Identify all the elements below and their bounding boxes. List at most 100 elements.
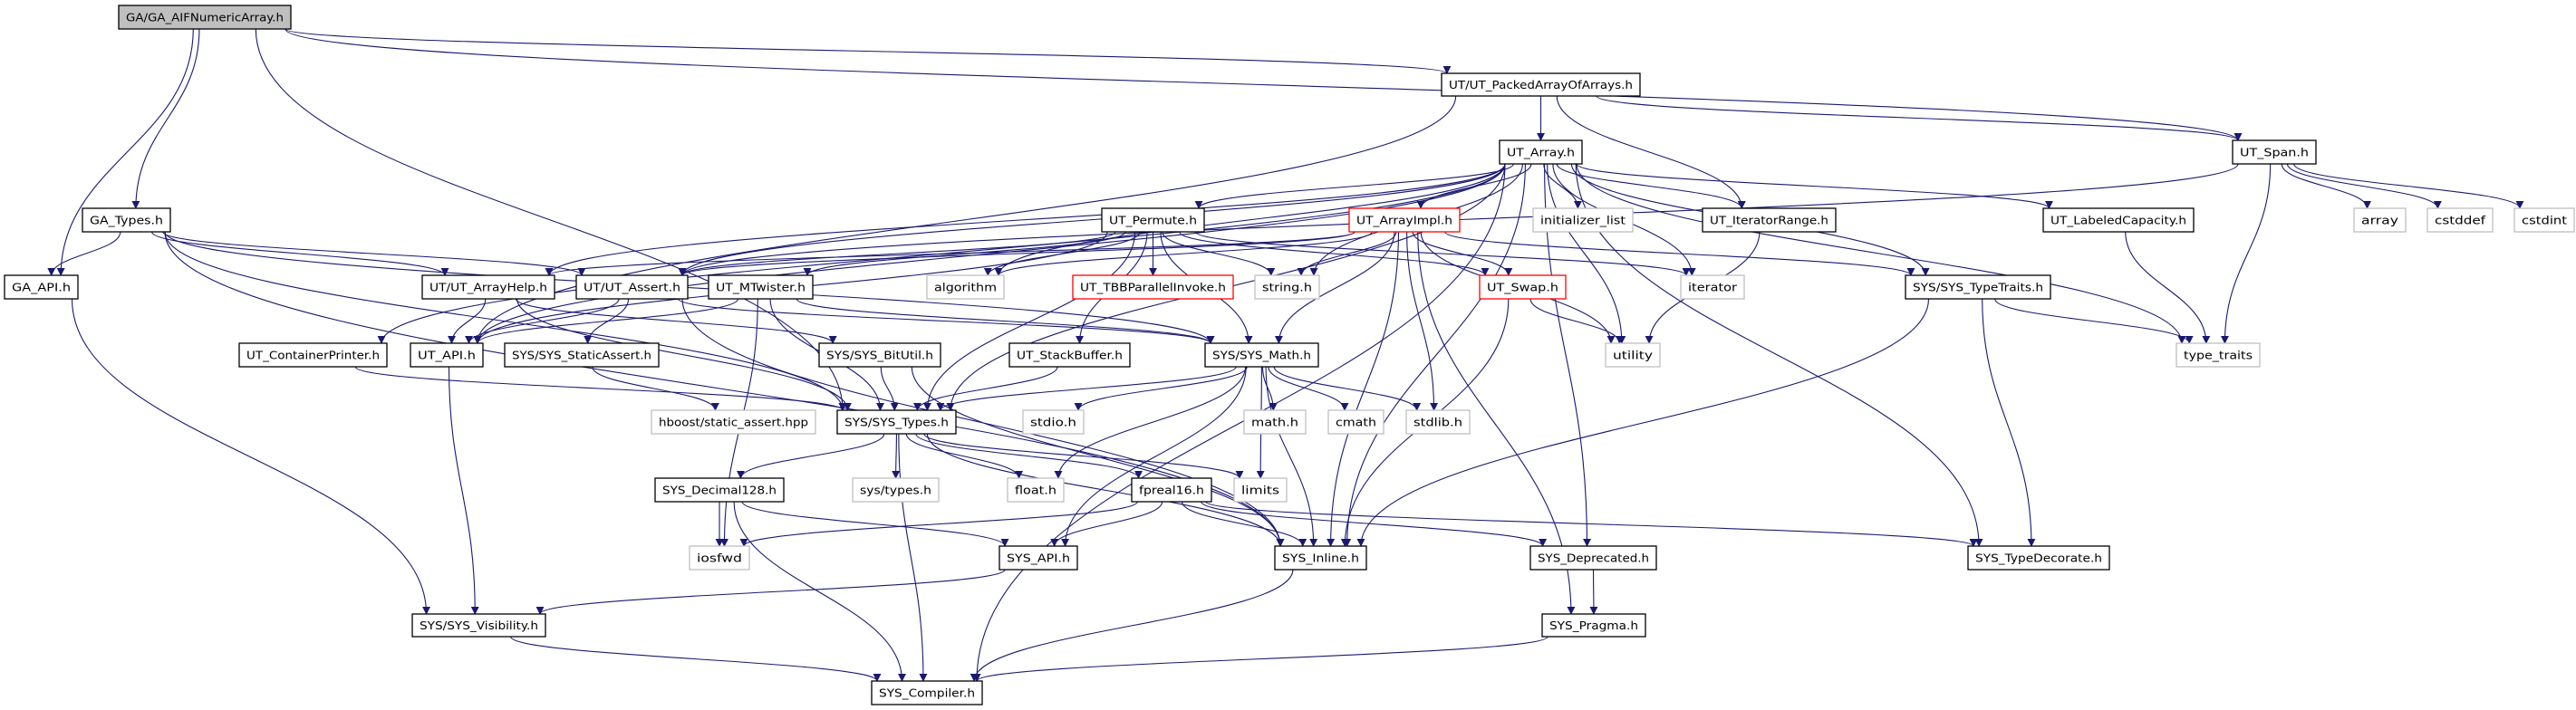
- node-box[interactable]: [926, 274, 1005, 300]
- node-box[interactable]: [1101, 207, 1205, 233]
- node-box[interactable]: [2353, 207, 2407, 233]
- node-stringh[interactable]: string.h: [1254, 274, 1320, 300]
- node-box[interactable]: [575, 274, 689, 300]
- node-gatypes[interactable]: GA_Types.h: [82, 207, 171, 233]
- node-box[interactable]: [1532, 207, 1634, 233]
- node-systypesh[interactable]: sys/types.h: [852, 477, 940, 503]
- node-mtwister[interactable]: UT_MTwister.h: [708, 274, 814, 300]
- node-iosfwd[interactable]: iosfwd: [689, 545, 750, 571]
- node-staticassert[interactable]: SYS/SYS_StaticAssert.h: [504, 342, 660, 368]
- node-utility[interactable]: utility: [1605, 342, 1661, 368]
- node-box[interactable]: [689, 545, 750, 571]
- node-labeled[interactable]: UT_LabeledCapacity.h: [2042, 207, 2195, 233]
- node-box[interactable]: [2232, 139, 2317, 165]
- node-box[interactable]: [1072, 274, 1234, 300]
- node-box[interactable]: [421, 274, 555, 300]
- node-iterrange[interactable]: UT_IteratorRange.h: [1702, 207, 1837, 233]
- node-box[interactable]: [118, 5, 292, 30]
- node-box[interactable]: [651, 409, 816, 435]
- node-box[interactable]: [2042, 207, 2195, 233]
- node-box[interactable]: [999, 545, 1078, 571]
- node-box[interactable]: [1702, 207, 1837, 233]
- node-typetraitsh[interactable]: SYS/SYS_TypeTraits.h: [1905, 274, 2051, 300]
- node-decimal[interactable]: SYS_Decimal128.h: [654, 477, 785, 503]
- node-hboost[interactable]: hboost/static_assert.hpp: [651, 409, 816, 435]
- node-box[interactable]: [1479, 274, 1567, 300]
- node-box[interactable]: [654, 477, 785, 503]
- node-box[interactable]: [1605, 342, 1661, 368]
- node-box[interactable]: [708, 274, 814, 300]
- node-box[interactable]: [1254, 274, 1320, 300]
- node-box[interactable]: [410, 342, 484, 368]
- node-arrayimpl[interactable]: UT_ArrayImpl.h: [1348, 207, 1461, 233]
- node-utapi[interactable]: UT_API.h: [410, 342, 484, 368]
- node-algorithm[interactable]: algorithm: [926, 274, 1005, 300]
- node-box[interactable]: [2513, 207, 2575, 233]
- node-box[interactable]: [2426, 207, 2494, 233]
- node-containerprinter[interactable]: UT_ContainerPrinter.h: [238, 342, 388, 368]
- node-box[interactable]: [1967, 545, 2110, 571]
- node-box[interactable]: [1204, 342, 1319, 368]
- node-cstdint[interactable]: cstdint: [2513, 207, 2575, 233]
- node-box[interactable]: [1131, 477, 1212, 503]
- node-box[interactable]: [1233, 477, 1288, 503]
- node-systypes[interactable]: SYS/SYS_Types.h: [836, 409, 957, 435]
- node-compiler[interactable]: SYS_Compiler.h: [871, 680, 983, 705]
- node-packed[interactable]: UT/UT_PackedArrayOfArrays.h: [1441, 72, 1641, 97]
- node-initlist[interactable]: initializer_list: [1532, 207, 1634, 233]
- node-box[interactable]: [1441, 72, 1641, 97]
- node-sysmath[interactable]: SYS/SYS_Math.h: [1204, 342, 1319, 368]
- node-box[interactable]: [1007, 477, 1065, 503]
- node-box[interactable]: [1541, 613, 1646, 638]
- node-box[interactable]: [818, 342, 941, 368]
- node-swap[interactable]: UT_Swap.h: [1479, 274, 1567, 300]
- node-array[interactable]: array: [2353, 207, 2407, 233]
- node-iterator[interactable]: iterator: [1680, 274, 1745, 300]
- node-inline[interactable]: SYS_Inline.h: [1274, 545, 1367, 571]
- node-box[interactable]: [1348, 207, 1461, 233]
- node-box[interactable]: [4, 274, 79, 300]
- node-box[interactable]: [1008, 342, 1131, 368]
- node-stdio[interactable]: stdio.h: [1022, 409, 1085, 435]
- node-box[interactable]: [1905, 274, 2051, 300]
- node-box[interactable]: [1022, 409, 1085, 435]
- node-box[interactable]: [1274, 545, 1367, 571]
- node-mathh[interactable]: math.h: [1243, 409, 1307, 435]
- node-box[interactable]: [82, 207, 171, 233]
- node-box[interactable]: [238, 342, 388, 368]
- node-pragma[interactable]: SYS_Pragma.h: [1541, 613, 1646, 638]
- node-stdlib[interactable]: stdlib.h: [1405, 409, 1471, 435]
- node-root[interactable]: GA/GA_AIFNumericArray.h: [118, 5, 292, 30]
- node-gaapi[interactable]: GA_API.h: [4, 274, 79, 300]
- node-sysapi[interactable]: SYS_API.h: [999, 545, 1078, 571]
- node-bitutil[interactable]: SYS/SYS_BitUtil.h: [818, 342, 941, 368]
- node-box[interactable]: [871, 680, 983, 705]
- node-box[interactable]: [411, 613, 546, 638]
- node-permute[interactable]: UT_Permute.h: [1101, 207, 1205, 233]
- node-arrayhelp[interactable]: UT/UT_ArrayHelp.h: [421, 274, 555, 300]
- node-box[interactable]: [1327, 409, 1384, 435]
- node-floath[interactable]: float.h: [1007, 477, 1065, 503]
- node-cmath[interactable]: cmath: [1327, 409, 1384, 435]
- node-deprecated[interactable]: SYS_Deprecated.h: [1529, 545, 1657, 571]
- node-box[interactable]: [504, 342, 660, 368]
- node-box[interactable]: [1499, 139, 1583, 165]
- node-span[interactable]: UT_Span.h: [2232, 139, 2317, 165]
- node-box[interactable]: [1405, 409, 1471, 435]
- node-utarray[interactable]: UT_Array.h: [1499, 139, 1583, 165]
- node-box[interactable]: [1680, 274, 1745, 300]
- node-typedecorate[interactable]: SYS_TypeDecorate.h: [1967, 545, 2110, 571]
- node-visibility[interactable]: SYS/SYS_Visibility.h: [411, 613, 546, 638]
- node-box[interactable]: [852, 477, 940, 503]
- node-type_traits[interactable]: type_traits: [2176, 342, 2261, 368]
- node-box[interactable]: [1529, 545, 1657, 571]
- node-tbb[interactable]: UT_TBBParallelInvoke.h: [1072, 274, 1234, 300]
- node-cstddef[interactable]: cstddef: [2426, 207, 2494, 233]
- node-box[interactable]: [2176, 342, 2261, 368]
- node-limits[interactable]: limits: [1233, 477, 1288, 503]
- node-stackbuffer[interactable]: UT_StackBuffer.h: [1008, 342, 1131, 368]
- node-box[interactable]: [836, 409, 957, 435]
- node-fpreal16[interactable]: fpreal16.h: [1131, 477, 1212, 503]
- node-assert[interactable]: UT/UT_Assert.h: [575, 274, 689, 300]
- node-box[interactable]: [1243, 409, 1307, 435]
